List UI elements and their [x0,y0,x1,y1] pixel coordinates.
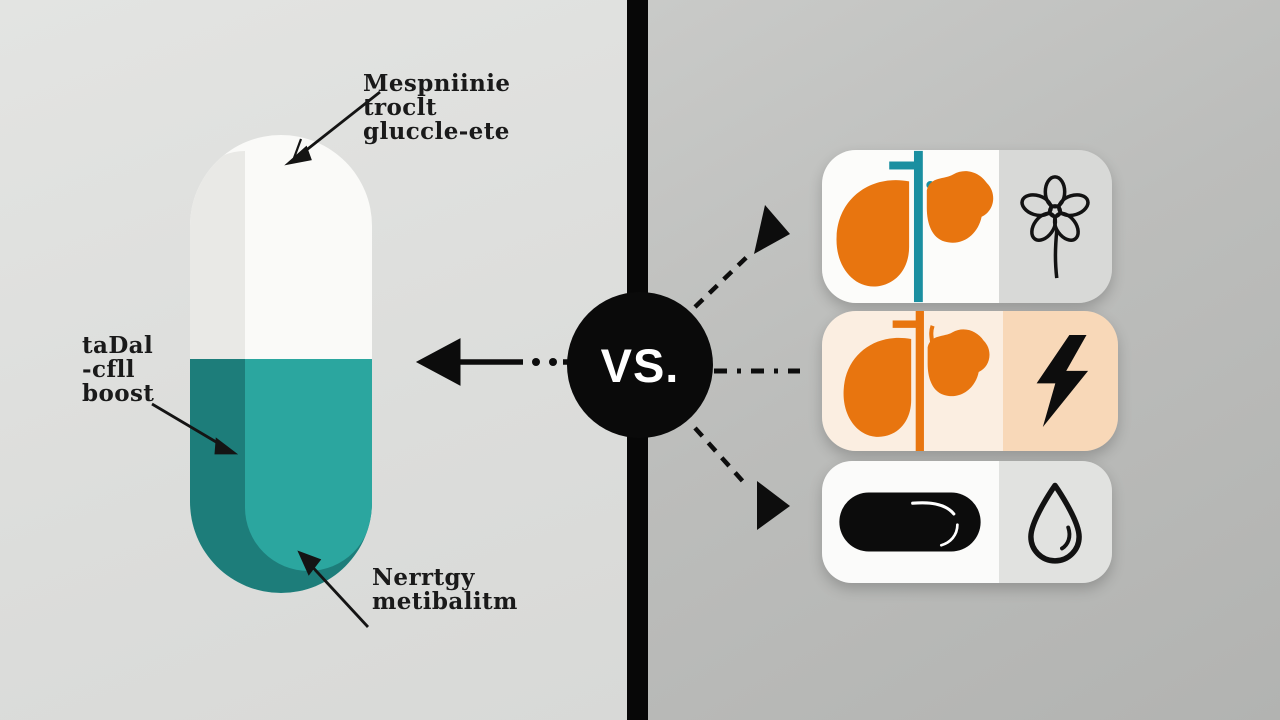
card2-right-half [1002,311,1118,451]
label-bottom-line1: Nerrtgy [372,564,475,591]
label-side-line3: boost [82,380,155,408]
label-side: taDal -cfll boost [82,332,155,408]
label-bottom: Nerrtgy metibalitm [372,564,518,616]
capsule-top-shade [190,151,245,361]
label-side-line1: taDal [82,332,154,359]
liver-iv-icon [836,150,994,303]
label-top: Mespniinie troclt gluccle-ete [363,70,511,146]
pill-icon [839,492,982,552]
label-top-line3: gluccle-ete [363,118,510,146]
vs-badge: VS. [567,292,713,438]
card3-right-half [998,461,1112,583]
label-bottom-line2: metibalitm [372,588,518,616]
label-side-line2: -cfll [82,356,135,384]
liver-iv-icon [843,311,990,451]
card1-left-half [822,150,999,303]
card1-right-half [998,150,1112,303]
card2-left-half [822,311,1003,451]
comparison-card-3 [822,461,1112,583]
lightning-icon [1036,334,1089,428]
label-top-line2: troclt [363,94,437,122]
comparison-card-1 [822,150,1112,303]
vs-label: VS. [600,338,680,392]
capsule-fill-light [245,359,372,571]
label-top-line1: Mespniinie [363,70,511,97]
comparison-card-2 [822,311,1118,451]
water-drop-icon [1028,482,1083,564]
card3-left-half [822,461,999,583]
capsule-illustration [190,135,372,593]
herb-flower-icon [1020,174,1091,278]
